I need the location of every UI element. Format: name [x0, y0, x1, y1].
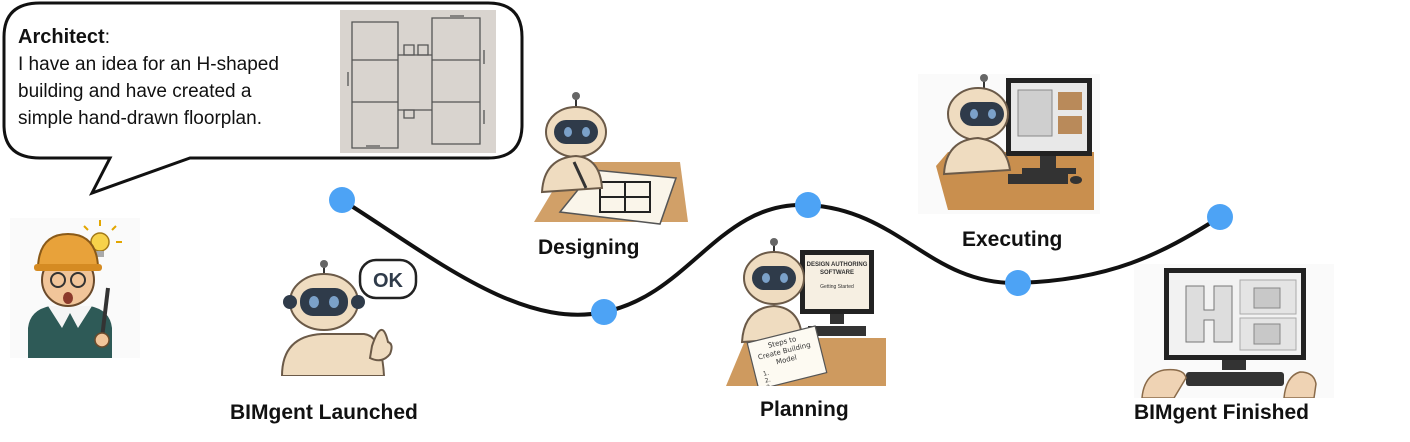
- paper-text-6: 3.: [766, 383, 773, 386]
- speaker-name: Architect: [18, 26, 105, 48]
- node-planning[interactable]: [795, 192, 821, 218]
- monitor-text-3: Getting Started: [820, 284, 854, 290]
- paper-text-4: 1.: [762, 370, 769, 378]
- monitor-icon: [1006, 78, 1092, 174]
- node-finished[interactable]: [1207, 204, 1233, 230]
- monitor-text-1: DESIGN AUTHORING: [807, 262, 868, 268]
- ok-text: OK: [373, 270, 404, 292]
- speech-line-1: I have an idea for an H-shaped: [18, 54, 279, 75]
- node-launched[interactable]: [329, 187, 355, 213]
- stage-label-planning: Planning: [760, 398, 849, 421]
- stage-label-finished: BIMgent Finished: [1134, 401, 1309, 424]
- robot-designing-illustration: [534, 92, 688, 225]
- speech-bubble: Architect: I have an idea for an H-shape…: [0, 0, 530, 200]
- architect-illustration: [10, 218, 140, 358]
- floorplan-sketch-image: [340, 10, 496, 153]
- monitor-icon: DESIGN AUTHORING SOFTWARE Getting Starte…: [800, 250, 874, 336]
- stage-label-launched: BIMgent Launched: [230, 401, 418, 424]
- speech-text: Architect: I have an idea for an H-shape…: [18, 24, 348, 132]
- finished-illustration: [1134, 264, 1334, 398]
- robot-planning-illustration: DESIGN AUTHORING SOFTWARE Getting Starte…: [726, 238, 886, 386]
- ok-speech-badge: OK: [358, 258, 418, 300]
- node-designing[interactable]: [591, 299, 617, 325]
- node-executing[interactable]: [1005, 270, 1031, 296]
- lightbulb-icon: [83, 220, 122, 257]
- monitor-icon: [1164, 268, 1306, 360]
- speech-line-3: simple hand-drawn floorplan.: [18, 108, 262, 129]
- monitor-text-2: SOFTWARE: [820, 270, 854, 276]
- robot-ok-illustration: OK: [280, 258, 418, 376]
- steps-paper: Steps to Create Building Model 1. 2. 3.: [746, 325, 828, 386]
- stage-label-designing: Designing: [538, 236, 640, 259]
- stage-label-executing: Executing: [962, 228, 1063, 251]
- robot-executing-illustration: [918, 74, 1100, 214]
- speech-line-2: building and have created a: [18, 81, 252, 102]
- paper-text-5: 2.: [764, 376, 771, 384]
- speaker-colon: :: [104, 27, 110, 48]
